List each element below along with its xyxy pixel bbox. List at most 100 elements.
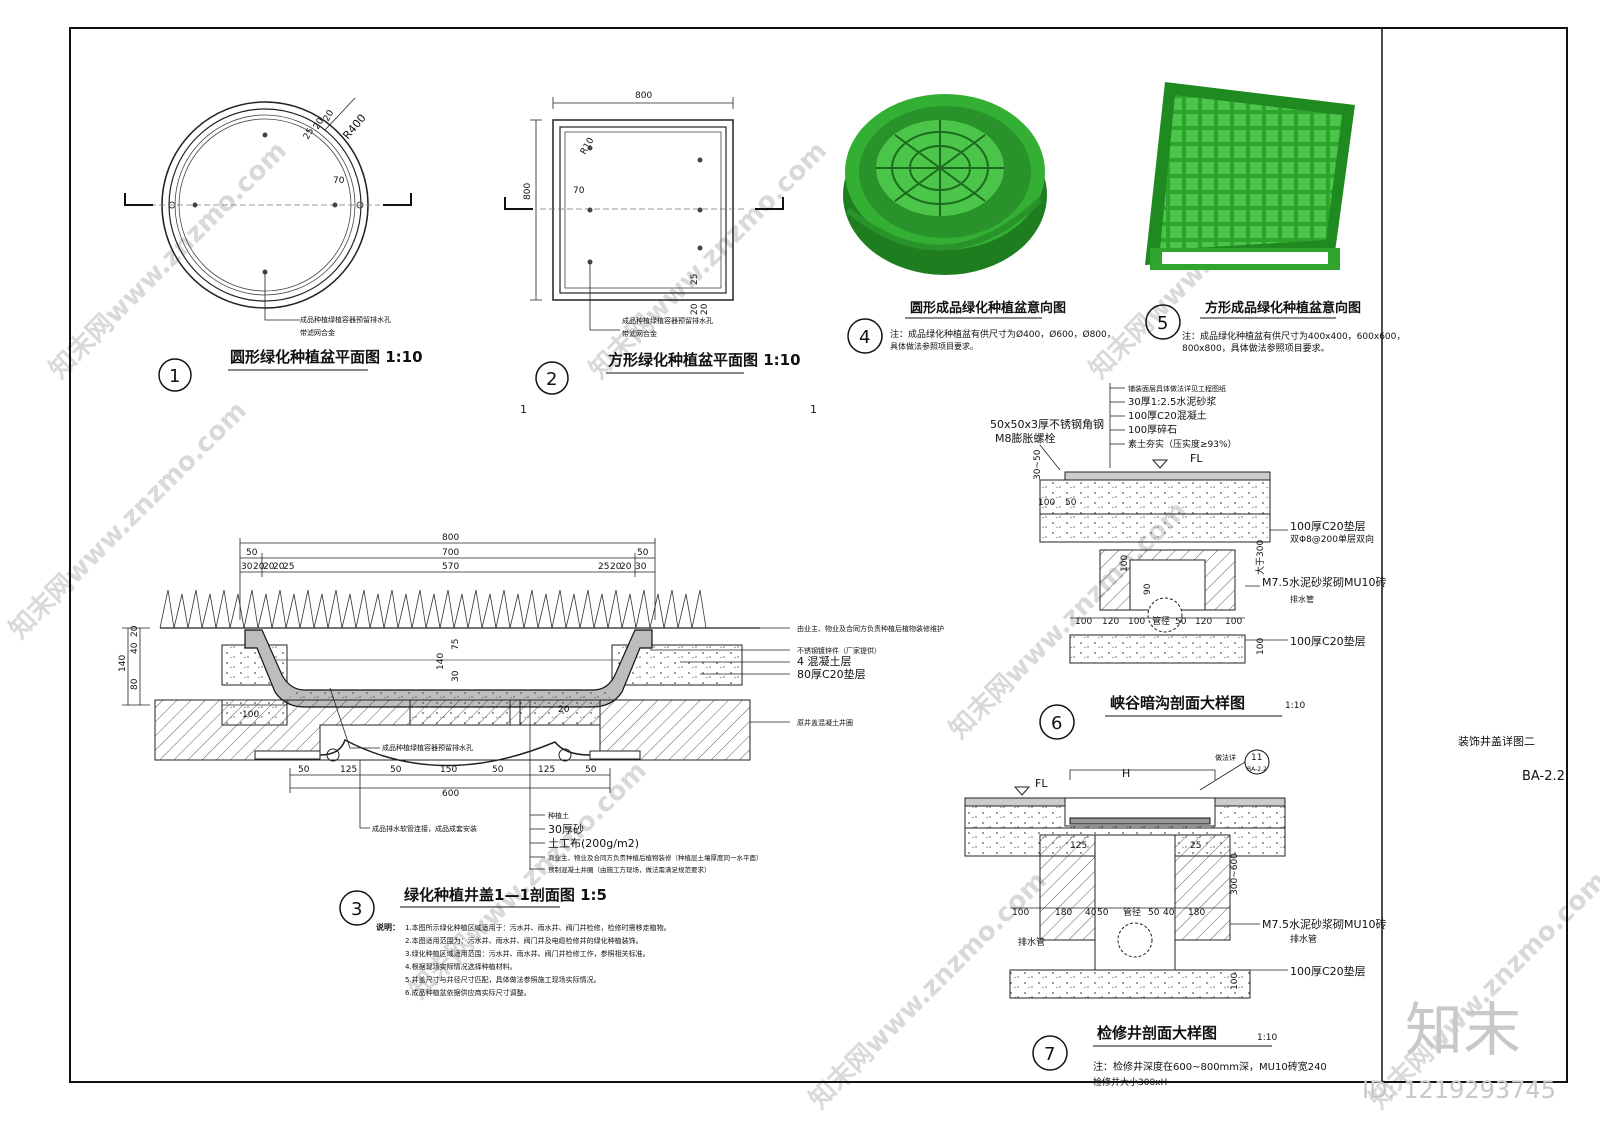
fig7-scale: 1:10	[1257, 1033, 1277, 1043]
fig3-note-line: 4.根据现场实际情况选择种植材料。	[405, 962, 517, 971]
fig1-radius: R400	[340, 112, 368, 142]
fig3-top-dim: 800	[442, 533, 459, 543]
fig2-dim: 20	[690, 303, 700, 315]
fig2-below-num: 1	[810, 403, 817, 416]
fig7-dim-h: 25	[1190, 841, 1201, 851]
fig6-dim-v: 90	[1143, 583, 1153, 595]
fig2-dim: 25	[690, 274, 700, 285]
fig3-number: 3	[351, 899, 362, 920]
fig1-dim: 25	[302, 127, 316, 142]
fig3-top-dim: 20	[263, 562, 275, 572]
sheet-side-title: 装饰井盖详图二	[1458, 734, 1535, 748]
fig7-dim-h: 180	[1055, 908, 1072, 918]
fig6-right-label: M7.5水泥砂浆砌MU10砖	[1262, 575, 1387, 589]
fig3-note-line: 6.成品种植盆依据供应商实际尺寸调整。	[405, 988, 531, 997]
fig3-bottom-dim: 125	[538, 765, 555, 775]
fig3-legend-item: 预制混凝土井圈（由施工方现场，做法需满足规范要求）	[548, 865, 711, 874]
fig7-fl: FL	[1035, 777, 1048, 790]
fig3-bottom-dim: 50	[390, 765, 402, 775]
fig3-mid-dim: 140	[436, 653, 446, 670]
fig7-dim-h: 100	[1012, 908, 1029, 918]
fig7-right-label: M7.5水泥砂浆砌MU10砖	[1262, 917, 1387, 931]
fig7-right-label: 100厚C20垫层	[1290, 964, 1366, 978]
fig7-h-dim: H	[1122, 767, 1130, 780]
fig6-title: 峡谷暗沟剖面大样图	[1110, 694, 1245, 712]
fig3-top-dim: 20	[273, 562, 285, 572]
fig3-right-label: 由业主、物业及合同方负责种植后植物装修维护	[797, 624, 944, 633]
fig3-bottom-dim: 125	[340, 765, 357, 775]
fig6-right-label: 排水管	[1290, 594, 1314, 604]
fig7-callout-num: 11	[1251, 753, 1262, 763]
fig6-dim-h: 120	[1195, 617, 1212, 627]
fig6-fl: FL	[1190, 452, 1203, 465]
fig4-number: 4	[859, 327, 870, 348]
fig1-note: 带滤网合金	[300, 328, 335, 337]
fig1-title: 圆形绿化种植盆平面图 1:10	[230, 348, 423, 366]
fig3-top-dim: 25	[598, 562, 609, 572]
fig3-top-dim: 20	[620, 562, 632, 572]
fig6-dim-h: 50	[1175, 617, 1187, 627]
fig3-bottom-dim: 600	[442, 789, 459, 799]
fig4-title: 圆形成品绿化种植盆意向图	[910, 300, 1066, 316]
fig3-legend-item: 30厚砂	[548, 823, 584, 836]
fig6-scale: 1:10	[1285, 701, 1305, 711]
fig3-mid-dim: 20	[558, 705, 570, 715]
fig2-title: 方形绿化种植盆平面图 1:10	[608, 351, 801, 369]
fig3-top-dim: 30	[635, 562, 647, 572]
fig7-dim-v: 300~600	[1230, 853, 1240, 895]
fig3-bottom-note: 成品排水软管连接，成品成套安装	[372, 824, 477, 833]
fig6-dim-h: 100	[1225, 617, 1242, 627]
fig6-dim-h: 100	[1075, 617, 1092, 627]
fig3-left-dim: 140	[118, 655, 128, 672]
fig3-bottom-dim: 100	[242, 710, 259, 720]
fig1-below-num: 1	[520, 403, 527, 416]
fig7-dim-v: 100	[1230, 973, 1240, 990]
fig4-note: 具体做法参照项目要求。	[890, 341, 978, 351]
fig3-center-note: 成品种植绿植容器预留排水孔	[382, 743, 473, 752]
fig2-dim-radius: R10	[579, 136, 597, 157]
fig3-legend-item: 土工布(200g/m2)	[548, 837, 639, 850]
fig7-right-label: 排水管	[1290, 933, 1317, 945]
fig3-top-dim: 570	[442, 562, 459, 572]
fig3-top-dim: 20	[610, 562, 622, 572]
watermark: 知末网www.znzmo.com	[584, 136, 833, 385]
fig3-top-dim: 20	[253, 562, 265, 572]
fig3-mid-dim: 75	[451, 639, 461, 650]
fig7-dim-h: 180	[1188, 908, 1205, 918]
fig6-right-label: 100厚C20垫层	[1290, 634, 1366, 648]
fig7-dim-h: 125	[1070, 841, 1087, 851]
figure-7-inspection-well: H FL 11 BA-2.2 做法详 125 25 100 180 40 50 …	[964, 749, 1387, 1088]
fig1-note: 成品种植绿植容器预留排水孔	[300, 315, 391, 324]
fig3-right-label: 4 混凝土层	[797, 654, 852, 668]
fig6-dim-v: 100	[1256, 638, 1266, 655]
fig3-notes-label: 说明：	[376, 922, 400, 932]
fig3-top-dim: 25	[283, 562, 294, 572]
fig3-legend-item: 商业主、物业及合同方负责种植后植物装修（种植层土壤厚度同一水平面）	[548, 853, 763, 862]
fig7-callout-label: 做法详	[1215, 753, 1236, 762]
fig3-top-dim: 50	[246, 548, 258, 558]
fig6-right-label: 双Φ8@200单层双向	[1290, 533, 1374, 545]
fig1-dim: 70	[333, 176, 345, 186]
fig6-layer: 100厚碎石	[1128, 423, 1177, 436]
fig3-note-line: 3.绿化种植区域适用范围：污水井、雨水井、阀门井检修工作，参照相关标准。	[405, 949, 650, 958]
fig3-title: 绿化种植井盖1—1剖面图 1:5	[404, 886, 607, 904]
figure-2-square-plan: 800 800 R10 70 20 20 25 成品种植绿植容器预留排水孔 带滤…	[504, 91, 817, 416]
fig6-number: 6	[1051, 713, 1062, 734]
fig3-top-dim: 30	[241, 562, 253, 572]
fig7-dim-h: 40	[1163, 908, 1175, 918]
fig2-dim-width: 800	[635, 91, 652, 101]
fig6-layer: 铺装面层具体做法详见工程图纸	[1128, 384, 1226, 393]
fig7-dim-h: 40	[1085, 908, 1097, 918]
id-text: ID: 1219293745	[1362, 1076, 1556, 1104]
figure-5-square-pot-image: 5 方形成品绿化种植盆意向图 注：成品绿化种植盆有供尺寸为400x400，600…	[1145, 82, 1405, 354]
logo-text: 知末	[1405, 996, 1521, 1064]
fig3-left-dim: 40	[130, 642, 140, 654]
figure-6-trench-section: 铺装面层具体做法详见工程图纸 30厚1:2.5水泥砂浆 100厚C20混凝土 1…	[990, 383, 1387, 740]
fig7-pipe: 管径	[1123, 906, 1141, 918]
fig3-mid-dim: 30	[451, 670, 461, 682]
fig3-note-line: 5.井盖尺寸与井径尺寸匹配，具体做法参照施工现场实际情况。	[405, 975, 601, 984]
fig5-note: 800x800，具体做法参照项目要求。	[1182, 342, 1330, 354]
fig2-dim: 70	[573, 186, 585, 196]
fig3-left-dim: 20	[130, 625, 140, 637]
